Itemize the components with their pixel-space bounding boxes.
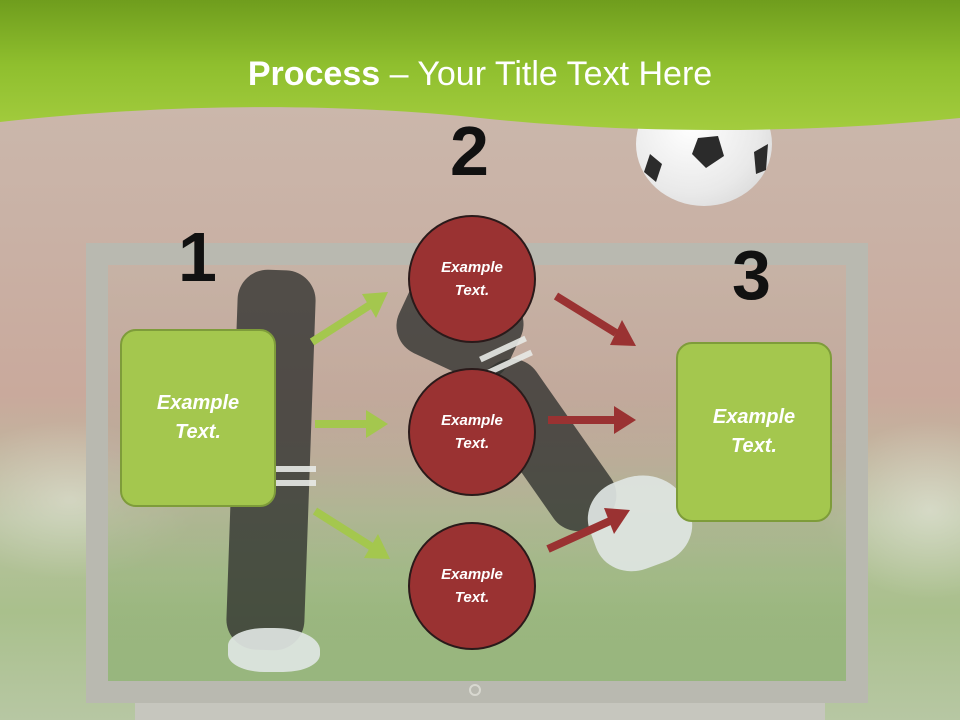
process-circle-bottom: Example Text. [408,522,536,650]
circle-middle-line2: Text. [454,435,490,452]
circle-bottom-line2: Text. [454,589,490,606]
left-box-line1: Example [156,392,240,414]
circle-top-line1: Example [441,259,503,276]
monitor-base [135,703,825,720]
step-number-3: 3 [732,236,771,314]
arrow-red-down [553,292,636,346]
step-number-1: 1 [178,218,217,296]
circle-middle-line1: Example [441,412,503,429]
arrow-red-right [548,406,636,434]
monitor-logo-icon [469,684,481,696]
sock-stripe [276,466,316,472]
sock-stripe [276,480,316,486]
left-process-box: Example Text. [120,329,276,507]
left-box-line2: Text. [175,421,221,443]
player-shoe [228,628,320,672]
arrow-green-right [315,410,388,438]
right-box-line2: Text. [731,435,777,457]
arrow-red-up [546,508,630,553]
title-bold: Process [247,55,381,93]
process-circle-middle: Example Text. [408,368,536,496]
title-rest: – Your Title Text Here [380,55,713,93]
arrow-green-up [309,292,388,346]
arrow-green-down [312,507,390,559]
right-process-box: Example Text. [676,342,832,522]
right-box-line1: Example [712,406,796,428]
step-number-2: 2 [450,112,489,190]
circle-bottom-line1: Example [441,566,503,583]
process-circle-top: Example Text. [408,215,536,343]
slide-title: Process – Your Title Text Here [0,52,960,96]
circle-top-line2: Text. [454,282,490,299]
header-banner [0,0,960,131]
